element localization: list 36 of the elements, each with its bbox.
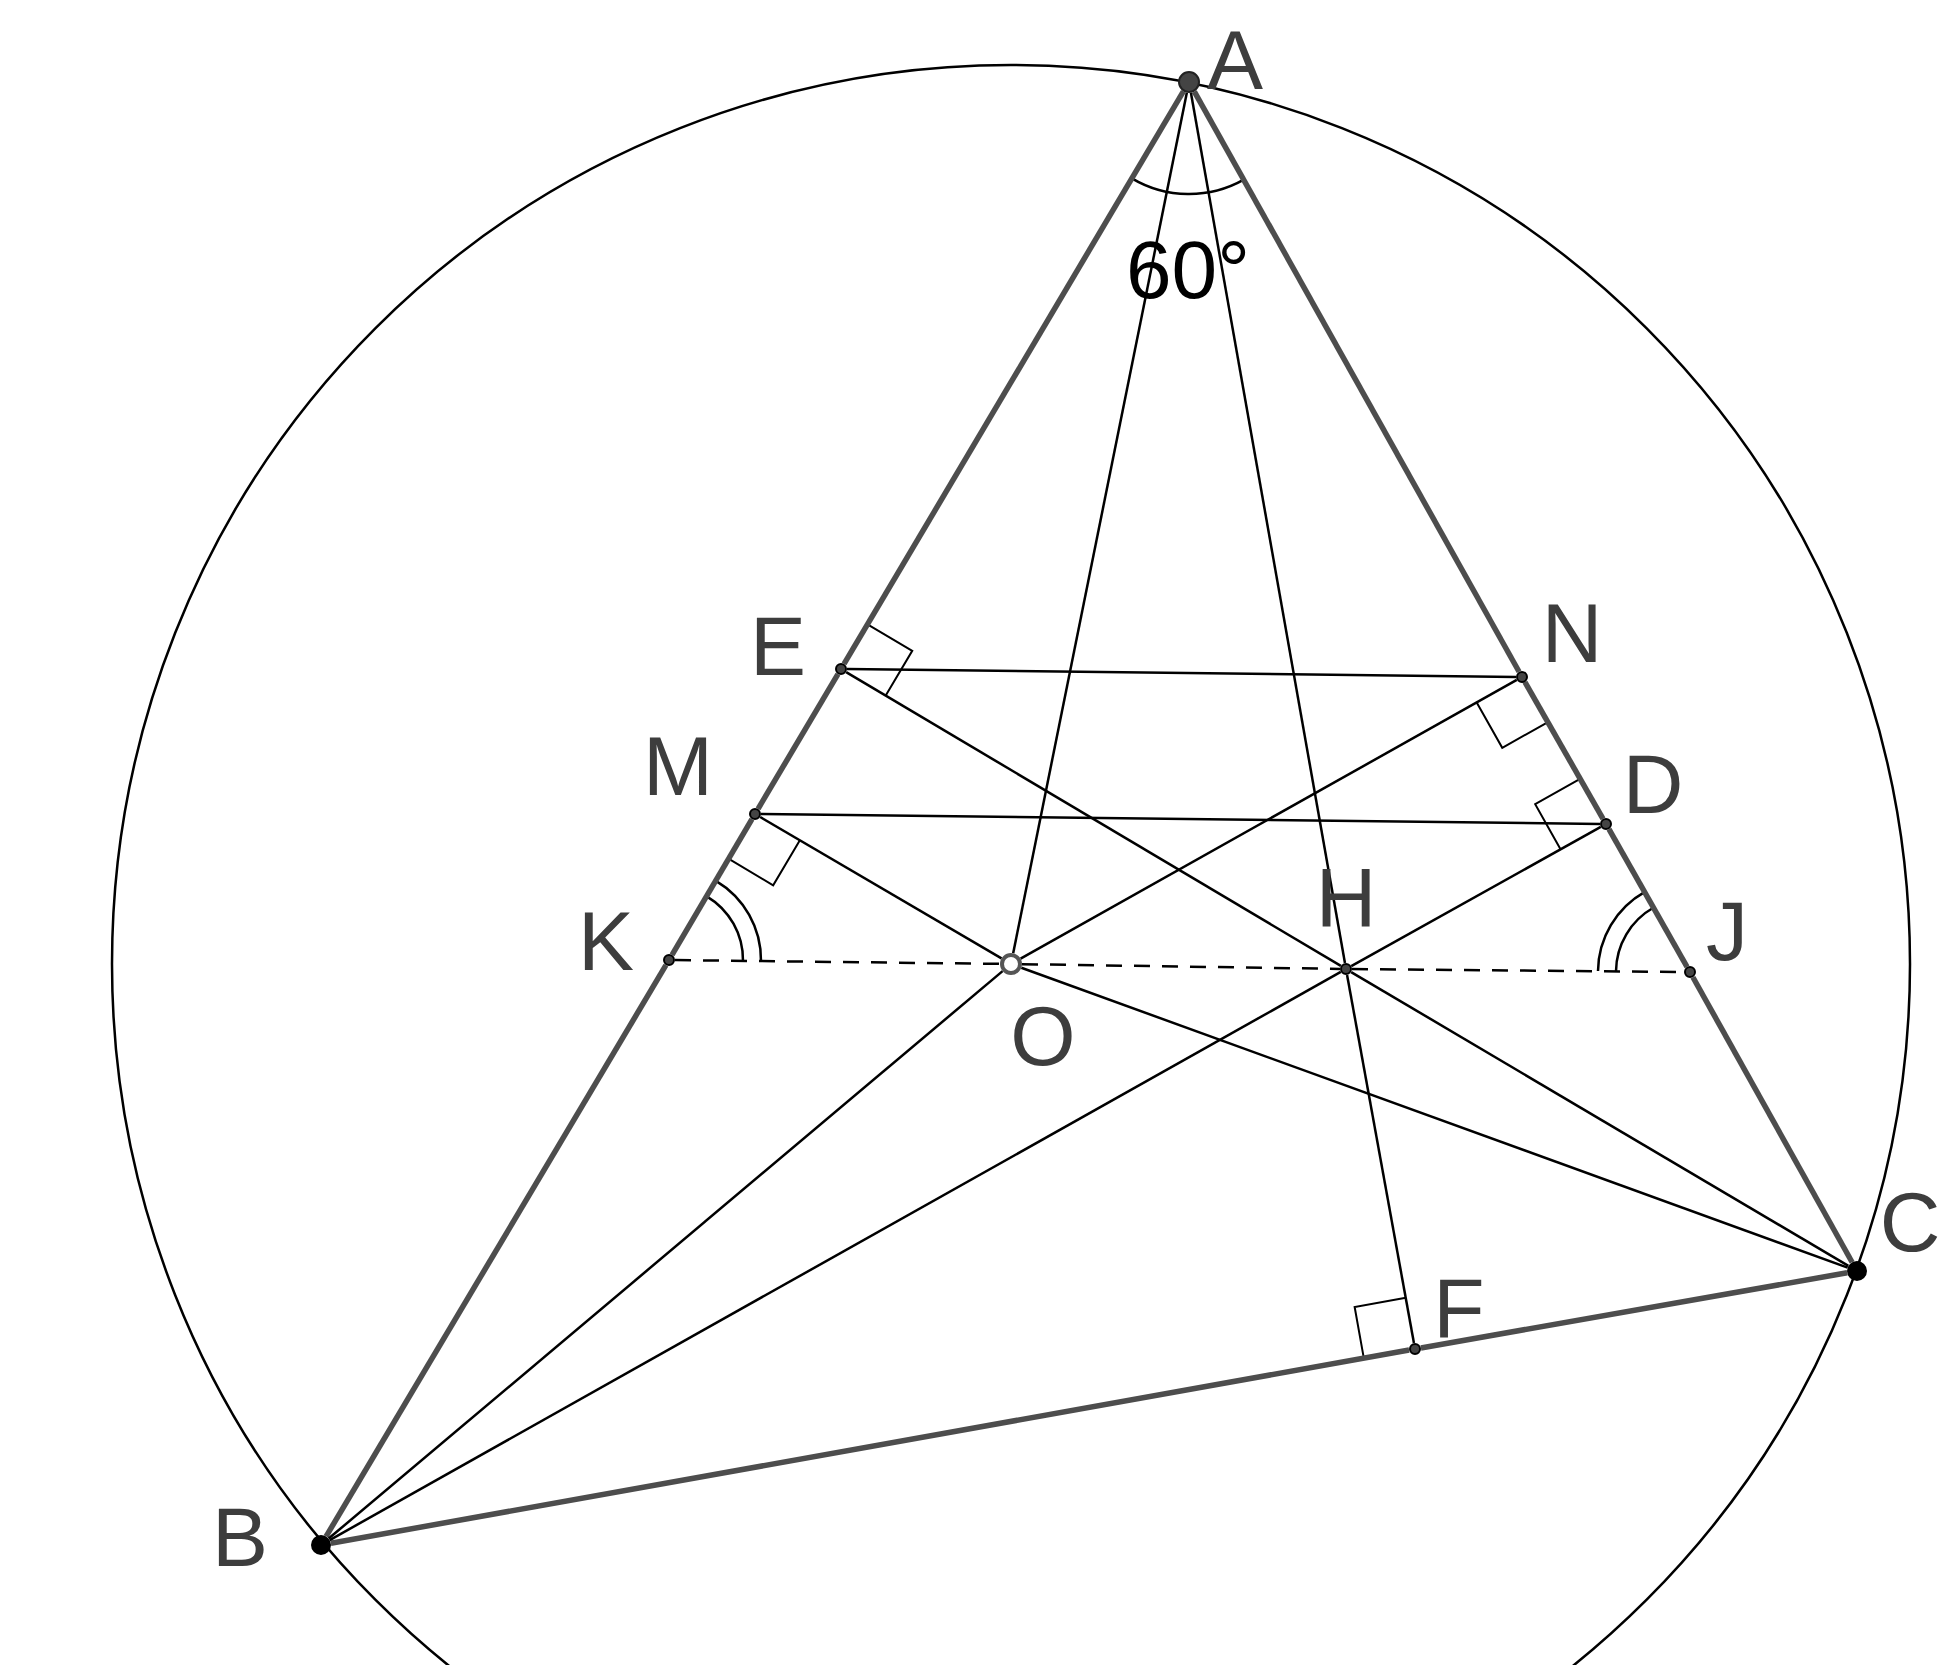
point-label: D <box>1622 742 1684 826</box>
line-segment <box>1019 678 1518 960</box>
line-segment <box>1690 975 1855 1264</box>
point-label: J <box>1706 889 1748 973</box>
line-segment <box>1020 966 1849 1269</box>
point-label: A <box>1207 18 1263 102</box>
line-segment <box>1189 92 1347 964</box>
line-segment <box>1350 825 1602 968</box>
line-segment <box>669 817 755 957</box>
line-segment <box>1191 90 1522 674</box>
line-segment <box>1345 974 1416 1344</box>
dashed-line <box>1022 962 1340 971</box>
point-label: M <box>643 724 713 808</box>
line-segment <box>759 815 1003 960</box>
point-label: B <box>212 1495 268 1579</box>
line-segment <box>1350 970 1850 1267</box>
line-segment <box>845 671 1342 967</box>
line-segment <box>323 963 669 1538</box>
line-segment <box>1011 92 1189 954</box>
dashed-line <box>675 958 1000 966</box>
point-label: N <box>1541 591 1603 675</box>
line-segment <box>327 970 1004 1540</box>
line-segment <box>1420 1270 1848 1351</box>
line-segment <box>1606 827 1690 969</box>
line-segment <box>755 672 841 811</box>
line-segment <box>1522 680 1606 821</box>
line-segment <box>841 90 1186 666</box>
point-label: F <box>1433 1266 1485 1350</box>
point-label: C <box>1879 1180 1941 1264</box>
line-segment <box>329 970 1342 1542</box>
point-label: K <box>578 899 634 983</box>
point-label: O <box>1010 994 1076 1078</box>
line-segment <box>847 667 1516 679</box>
point-label: E <box>750 604 806 688</box>
line-segment <box>761 812 1600 826</box>
line-segment <box>330 1347 1410 1546</box>
